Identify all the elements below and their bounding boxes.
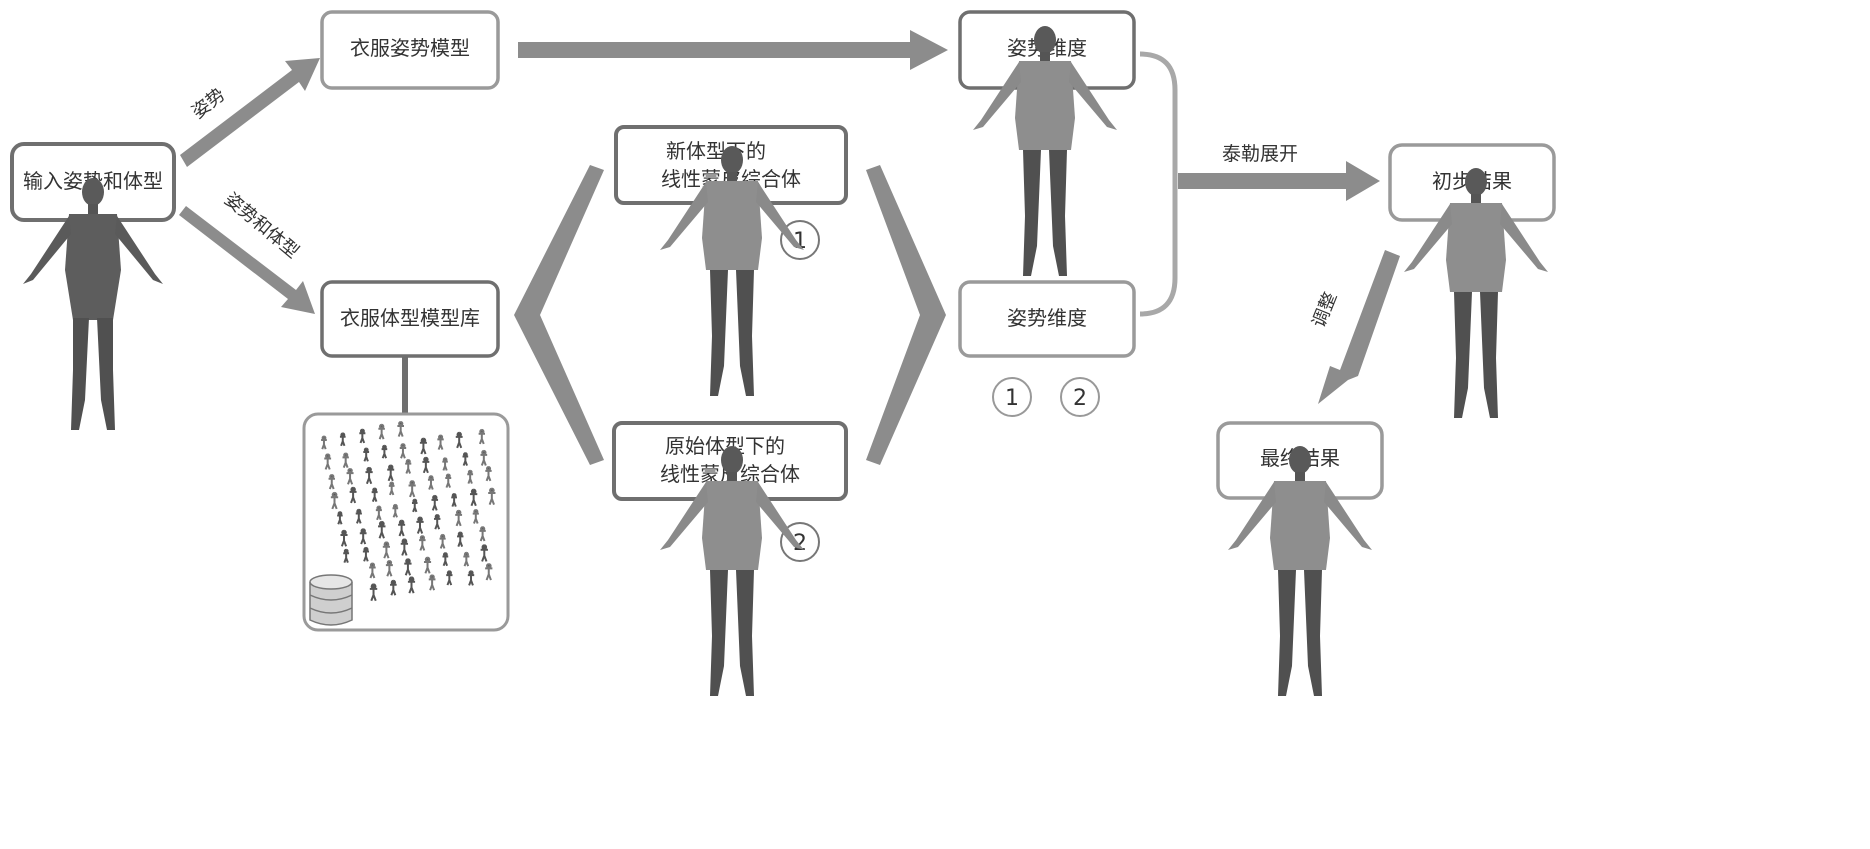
- crowd-figure: [382, 541, 390, 559]
- crowd-figure: [455, 509, 463, 527]
- crowd-figure: [428, 574, 436, 591]
- marker-1-pose-dims: 1: [992, 377, 1032, 417]
- crowd-figure: [485, 466, 492, 482]
- crowd-figure: [398, 519, 406, 537]
- crowd-figure: [422, 456, 430, 474]
- svg-text:2: 2: [1073, 386, 1087, 411]
- crowd-figure: [451, 492, 457, 507]
- crowd-figure: [472, 508, 479, 524]
- crowd-figure: [480, 544, 488, 562]
- crowd-figure: [363, 447, 370, 462]
- crowd-figure: [392, 503, 399, 518]
- edge-label-pose: 姿势: [188, 84, 229, 123]
- crowd-figure: [467, 570, 475, 586]
- crowd-figure: [359, 528, 367, 545]
- node-pose-model: 衣服姿势模型: [320, 10, 500, 90]
- crowd-figure: [442, 457, 448, 471]
- crowd-figure: [439, 533, 446, 549]
- crowd-figure: [399, 443, 407, 459]
- crowd-figure: [381, 444, 388, 459]
- crowd-figure: [324, 453, 332, 470]
- crowd-figure: [371, 487, 378, 502]
- crowd-figure: [469, 488, 478, 507]
- crowd-figure: [385, 559, 393, 577]
- crowd-figure: [480, 449, 488, 466]
- crowd-figure: [446, 570, 453, 586]
- crowd-figure: [346, 467, 354, 485]
- chevron-right: [866, 165, 946, 465]
- crowd-figure: [431, 494, 439, 511]
- crowd-figure: [388, 481, 395, 496]
- chevron-left: [514, 165, 604, 465]
- crowd-figure: [390, 579, 397, 596]
- crowd-figure: [369, 562, 376, 579]
- crowd-figure: [419, 437, 427, 455]
- crowd-figure: [419, 535, 426, 551]
- crowd-figure: [407, 576, 416, 594]
- database-icon: [309, 574, 353, 626]
- node-pose-dim-bottom: 姿势维度: [958, 280, 1136, 358]
- crowd-figure: [479, 526, 486, 542]
- crowd-figure: [445, 473, 452, 488]
- crowd-figure: [328, 473, 335, 490]
- crowd-figure: [411, 498, 418, 513]
- crowd-figure: [405, 458, 412, 474]
- crowd-figure: [339, 432, 346, 447]
- crowd-figure: [362, 546, 369, 562]
- crowd-figure: [457, 531, 464, 548]
- node-pose-model-label: 衣服姿势模型: [350, 36, 470, 60]
- edge-label-adjust: 调整: [1308, 289, 1341, 330]
- svg-text:1: 1: [1005, 386, 1019, 411]
- edge-label-taylor: 泰勒展开: [1222, 143, 1298, 165]
- crowd-figures: [321, 421, 496, 602]
- crowd-figure: [455, 431, 463, 449]
- crowd-figure: [343, 548, 350, 563]
- crowd-figure: [423, 556, 432, 574]
- node-new-shape-label-1: 新体型下的: [666, 139, 766, 163]
- arrow-taylor-to-prelim: [1178, 161, 1380, 201]
- crowd-figure: [463, 551, 470, 567]
- crowd-figure: [365, 466, 373, 485]
- crowd-figure: [321, 435, 327, 450]
- crowd-figure: [342, 452, 349, 468]
- connector-lib-to-db: [402, 356, 408, 414]
- crowd-figure: [437, 434, 444, 450]
- crowd-figure: [488, 487, 496, 505]
- figure-crowd-image: [302, 412, 510, 632]
- crowd-figure: [442, 552, 449, 567]
- arrow-pose-model-to-pose-dim: [518, 30, 948, 70]
- arrow-input-to-pose-model: [180, 58, 320, 167]
- crowd-figure: [433, 514, 441, 530]
- crowd-figure: [349, 486, 357, 504]
- crowd-figure: [375, 505, 382, 521]
- crowd-figure: [478, 428, 486, 445]
- crowd-figure: [400, 538, 409, 556]
- crowd-figure: [359, 428, 366, 444]
- crowd-figure: [408, 480, 416, 498]
- node-shape-lib: 衣服体型模型库: [320, 280, 500, 358]
- crowd-figure: [404, 558, 412, 576]
- crowd-figure: [427, 475, 435, 490]
- crowd-figure: [355, 508, 362, 524]
- crowd-figure: [387, 464, 395, 482]
- arrow-prelim-to-final: [1318, 250, 1400, 404]
- arrow-input-to-shape-lib: [179, 206, 315, 314]
- crowd-figure: [462, 452, 469, 466]
- crowd-figure: [340, 529, 348, 547]
- marker-2-pose-dims: 2: [1060, 377, 1100, 417]
- crowd-figure: [485, 563, 493, 581]
- node-pose-dim-bottom-label: 姿势维度: [1007, 306, 1087, 330]
- crowd-figure: [369, 583, 378, 602]
- bracket-pose-dims: [1139, 51, 1178, 317]
- crowd-figure: [467, 469, 474, 484]
- crowd-figure: [397, 421, 404, 437]
- crowd-figure: [330, 491, 339, 510]
- crowd-figure: [378, 520, 386, 539]
- crowd-figure: [378, 423, 385, 440]
- node-shape-lib-label: 衣服体型模型库: [340, 306, 480, 330]
- crowd-figure: [337, 511, 343, 525]
- crowd-figure: [416, 516, 424, 534]
